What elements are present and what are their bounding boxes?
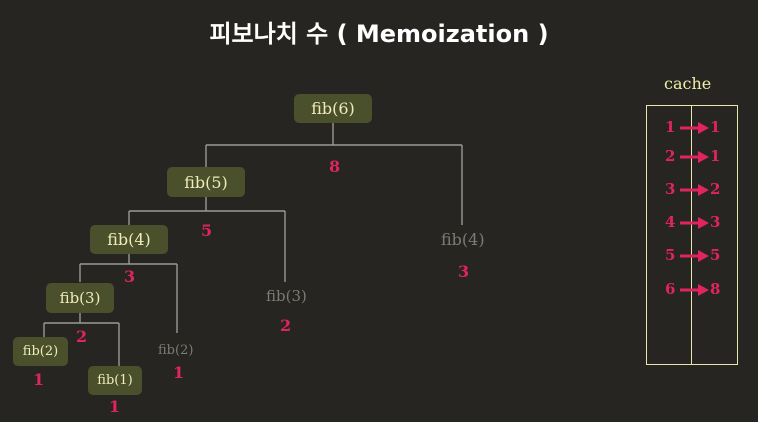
node-fib5-value: 5	[201, 221, 213, 240]
node-fib6: fib(6)	[294, 94, 372, 123]
node-fib4: fib(4)	[90, 225, 168, 254]
diagram-title: 피보나치 수 ( Memoization )	[209, 20, 549, 48]
cache-key: 3	[665, 180, 676, 198]
node-fib1-value: 1	[109, 397, 121, 416]
memo-node-fib3: fib(3)	[266, 287, 307, 305]
cache-value: 1	[710, 147, 721, 165]
memo-node-fib3-value: 2	[280, 316, 292, 335]
cache-row: 5 5	[648, 246, 738, 266]
cache-key: 4	[665, 213, 676, 231]
memo-node-fib4-value: 3	[458, 262, 470, 281]
arrow-right-icon	[680, 250, 709, 262]
cache-title: cache	[664, 74, 712, 93]
node-fib5: fib(5)	[167, 167, 245, 197]
memo-node-fib2-value: 1	[173, 363, 185, 382]
node-fib4-value: 3	[124, 267, 136, 286]
cache-row: 1 1	[648, 118, 738, 138]
arrow-right-icon	[680, 284, 709, 296]
cache-key: 6	[665, 280, 676, 298]
node-fib1: fib(1)	[88, 366, 142, 395]
cache-value: 2	[710, 180, 721, 198]
cache-divider	[691, 105, 692, 365]
node-fib2-value: 1	[33, 370, 45, 389]
memo-node-fib2: fib(2)	[158, 343, 194, 358]
cache-value: 8	[710, 280, 721, 298]
node-fib6-value: 8	[329, 157, 341, 176]
cache-row: 2 1	[648, 147, 738, 167]
node-fib3-value: 2	[76, 327, 88, 346]
cache-value: 5	[710, 246, 721, 264]
cache-row: 4 3	[648, 213, 738, 233]
arrow-right-icon	[680, 151, 709, 163]
cache-value: 1	[710, 118, 721, 136]
cache-table	[646, 105, 738, 365]
cache-key: 2	[665, 147, 676, 165]
cache-row: 3 2	[648, 180, 738, 200]
cache-key: 5	[665, 246, 676, 264]
arrow-right-icon	[680, 217, 709, 229]
arrow-right-icon	[680, 122, 709, 134]
cache-value: 3	[710, 213, 721, 231]
memo-node-fib4: fib(4)	[441, 230, 485, 249]
cache-key: 1	[665, 118, 676, 136]
cache-row: 6 8	[648, 280, 738, 300]
node-fib3: fib(3)	[46, 283, 114, 313]
arrow-right-icon	[680, 184, 709, 196]
node-fib2: fib(2)	[13, 337, 68, 366]
